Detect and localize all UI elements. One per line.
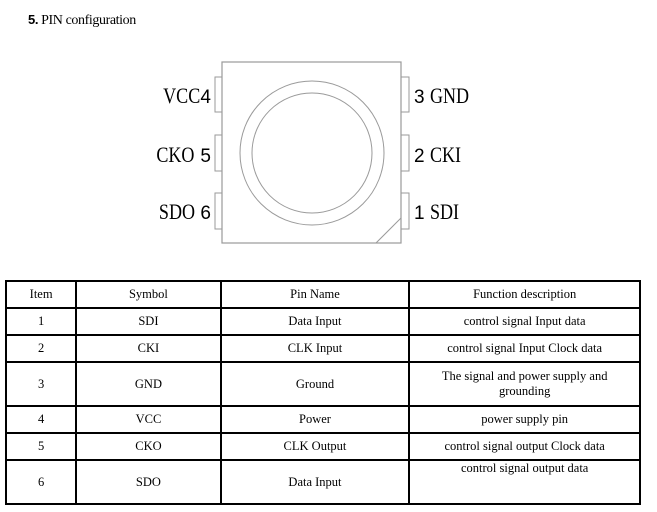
pin-pad-4	[214, 76, 223, 113]
lens-outer-ring	[239, 80, 385, 226]
table-row: 3 GND Ground The signal and power supply…	[4, 361, 641, 407]
lens-inner-ring	[251, 92, 373, 214]
pin-pad-3	[400, 76, 410, 113]
pin-pad-2	[400, 134, 410, 172]
section-number: 5.	[28, 12, 39, 27]
cell-symbol: VCC	[75, 405, 222, 434]
pin-label-sdo: SDO 6	[158, 199, 211, 225]
cell-pin-name: CLK Output	[219, 432, 411, 461]
table-row: 4 VCC Power power supply pin	[4, 405, 641, 434]
cell-function: control signal output Clock data	[408, 432, 641, 461]
pin-label-vcc: VCC4	[163, 83, 211, 109]
cell-item: 5	[4, 432, 78, 461]
cell-pin-name: Data Input	[219, 459, 411, 505]
package-body	[221, 61, 402, 244]
table-header-row: Item Symbol Pin Name Function descriptio…	[4, 280, 641, 309]
led-package-drawing	[214, 61, 410, 244]
table-row: 5 CKO CLK Output control signal output C…	[4, 432, 641, 461]
header-symbol: Symbol	[75, 280, 222, 309]
table-row: 2 CKI CLK Input control signal Input Clo…	[4, 334, 641, 363]
pin-pad-6	[214, 192, 223, 230]
cell-item: 6	[4, 459, 78, 505]
cell-symbol: GND	[75, 361, 222, 407]
section-heading: 5. PIN configuration	[28, 12, 136, 29]
cell-symbol: CKI	[75, 334, 222, 363]
cell-symbol: CKO	[75, 432, 222, 461]
section-title: PIN configuration	[41, 13, 136, 28]
pin-table: Item Symbol Pin Name Function descriptio…	[4, 280, 641, 505]
cell-symbol: SDO	[75, 459, 222, 505]
cell-function: The signal and power supply and groundin…	[408, 361, 641, 407]
cell-function: control signal output data	[408, 459, 641, 505]
cell-pin-name: Data Input	[219, 307, 411, 336]
pin-pad-5	[214, 134, 223, 172]
cell-item: 2	[4, 334, 78, 363]
cell-item: 3	[4, 361, 78, 407]
pin1-marker	[375, 217, 402, 244]
header-pin-name: Pin Name	[219, 280, 411, 309]
cell-pin-name: Ground	[219, 361, 411, 407]
cell-item: 1	[4, 307, 78, 336]
cell-function: control signal Input Clock data	[408, 334, 641, 363]
pin-diagram: VCC4 CKO 5 SDO 6 3 GND 2 CKI 1 SDI	[156, 61, 470, 244]
cell-symbol: SDI	[75, 307, 222, 336]
pin-label-cko: CKO 5	[156, 142, 211, 168]
cell-item: 4	[4, 405, 78, 434]
pin-label-sdi: 1 SDI	[414, 199, 460, 225]
cell-pin-name: CLK Input	[219, 334, 411, 363]
cell-pin-name: Power	[219, 405, 411, 434]
pin-pad-1	[400, 192, 410, 230]
cell-function: control signal Input data	[408, 307, 641, 336]
pin-label-cki: 2 CKI	[414, 142, 462, 168]
pin-label-gnd: 3 GND	[414, 83, 470, 109]
header-function: Function description	[408, 280, 641, 309]
table-row: 6 SDO Data Input control signal output d…	[4, 459, 641, 505]
cell-function: power supply pin	[408, 405, 641, 434]
table-row: 1 SDI Data Input control signal Input da…	[4, 307, 641, 336]
header-item: Item	[4, 280, 78, 309]
